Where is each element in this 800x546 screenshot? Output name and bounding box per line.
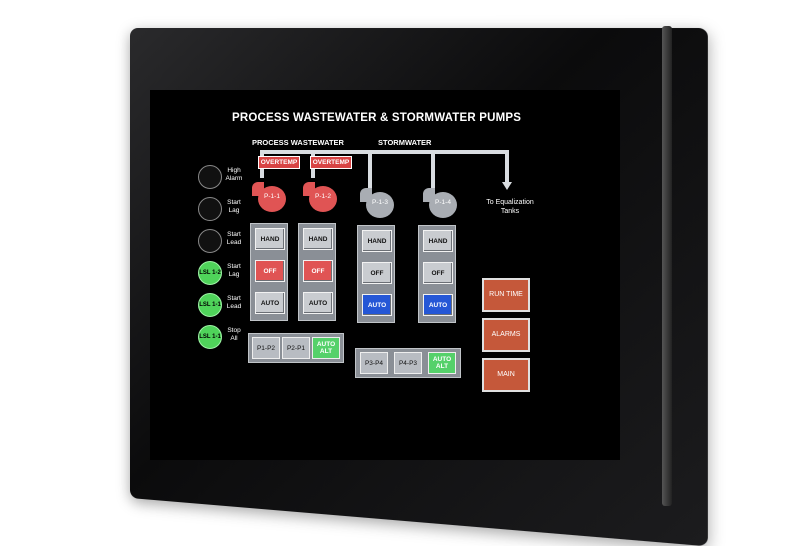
indicator-start-lag: Start Lag bbox=[198, 195, 258, 227]
off-button[interactable]: OFF bbox=[303, 260, 333, 282]
off-button[interactable]: OFF bbox=[255, 260, 285, 282]
indicator-lamp: LSL 1-1 bbox=[198, 325, 222, 349]
auto-button[interactable]: AUTO bbox=[423, 294, 453, 316]
indicator-lamp bbox=[198, 229, 222, 253]
alternation-group-2: P3-P4 P4-P3 AUTO ALT bbox=[355, 348, 461, 378]
overtemp-alarm-p1-1[interactable]: OVERTEMP bbox=[258, 156, 300, 169]
indicator-lamp bbox=[198, 165, 222, 189]
auto-button[interactable]: AUTO bbox=[303, 292, 333, 314]
monitor-edge bbox=[662, 26, 672, 506]
indicator-start-lead: Start Lead bbox=[198, 227, 258, 259]
mode-panel-p1-1: HAND OFF AUTO bbox=[250, 223, 288, 321]
pump-p1-4[interactable]: P-1-4 bbox=[423, 188, 459, 218]
run-time-button[interactable]: RUN TIME bbox=[482, 278, 530, 312]
mode-panel-p1-3: HAND OFF AUTO bbox=[357, 225, 395, 323]
auto-alt-button[interactable]: AUTO ALT bbox=[428, 352, 456, 374]
indicator-lsl-start-lag: LSL 1-2 Start Lag bbox=[198, 259, 258, 291]
hand-button[interactable]: HAND bbox=[362, 230, 392, 252]
pump-label: P-1-3 bbox=[372, 199, 388, 206]
auto-button[interactable]: AUTO bbox=[362, 294, 392, 316]
indicator-high-alarm: High Alarm bbox=[198, 163, 258, 195]
indicator-lamp: LSL 1-2 bbox=[198, 261, 222, 285]
process-section-label: PROCESS WASTEWATER bbox=[252, 138, 344, 147]
level-indicators: High Alarm Start Lag Start Lead LSL 1-2 … bbox=[198, 163, 258, 355]
alternation-group-1: P1-P2 P2-P1 AUTO ALT bbox=[248, 333, 344, 363]
indicator-label: Start Lag bbox=[227, 199, 241, 214]
hand-button[interactable]: HAND bbox=[423, 230, 453, 252]
pump-p1-2[interactable]: P-1-2 bbox=[303, 182, 339, 212]
indicator-lamp bbox=[198, 197, 222, 221]
hand-button[interactable]: HAND bbox=[303, 228, 333, 250]
auto-alt-button[interactable]: AUTO ALT bbox=[312, 337, 340, 359]
mode-panel-p1-2: HAND OFF AUTO bbox=[298, 223, 336, 321]
mode-panel-p1-4: HAND OFF AUTO bbox=[418, 225, 456, 323]
hand-button[interactable]: HAND bbox=[255, 228, 285, 250]
alt-p3-p4-button[interactable]: P3-P4 bbox=[360, 352, 388, 374]
indicator-label: High Alarm bbox=[225, 167, 243, 182]
indicator-lamp: LSL 1-1 bbox=[198, 293, 222, 317]
alt-p2-p1-button[interactable]: P2-P1 bbox=[282, 337, 310, 359]
indicator-label: Start Lead bbox=[226, 295, 242, 310]
pump-icon bbox=[309, 186, 337, 212]
main-button[interactable]: MAIN bbox=[482, 358, 530, 392]
off-button[interactable]: OFF bbox=[423, 262, 453, 284]
destination-label: To Equalization Tanks bbox=[486, 199, 534, 215]
hmi-screen: PROCESS WASTEWATER & STORMWATER PUMPS PR… bbox=[150, 90, 620, 460]
screen-title: PROCESS WASTEWATER & STORMWATER PUMPS bbox=[232, 112, 522, 124]
storm-section-label: STORMWATER bbox=[378, 138, 432, 147]
indicator-label: Start Lead bbox=[226, 231, 242, 246]
alt-p1-p2-button[interactable]: P1-P2 bbox=[252, 337, 280, 359]
pump-label: P-1-1 bbox=[264, 193, 280, 200]
indicator-label: Stop All bbox=[227, 327, 241, 342]
alt-p4-p3-button[interactable]: P4-P3 bbox=[394, 352, 422, 374]
off-button[interactable]: OFF bbox=[362, 262, 392, 284]
auto-button[interactable]: AUTO bbox=[255, 292, 285, 314]
pump-icon bbox=[366, 192, 394, 218]
alarms-button[interactable]: ALARMS bbox=[482, 318, 530, 352]
pump-p1-3[interactable]: P-1-3 bbox=[360, 188, 396, 218]
pump-label: P-1-2 bbox=[315, 193, 331, 200]
pump-icon bbox=[429, 192, 457, 218]
indicator-label: Start Lag bbox=[227, 263, 241, 278]
pump-label: P-1-4 bbox=[435, 199, 451, 206]
indicator-lsl-stop-all: LSL 1-1 Stop All bbox=[198, 323, 258, 355]
indicator-lsl-start-lead: LSL 1-1 Start Lead bbox=[198, 291, 258, 323]
pump-icon bbox=[258, 186, 286, 212]
overtemp-alarm-p1-2[interactable]: OVERTEMP bbox=[310, 156, 352, 169]
pump-p1-1[interactable]: P-1-1 bbox=[252, 182, 288, 212]
